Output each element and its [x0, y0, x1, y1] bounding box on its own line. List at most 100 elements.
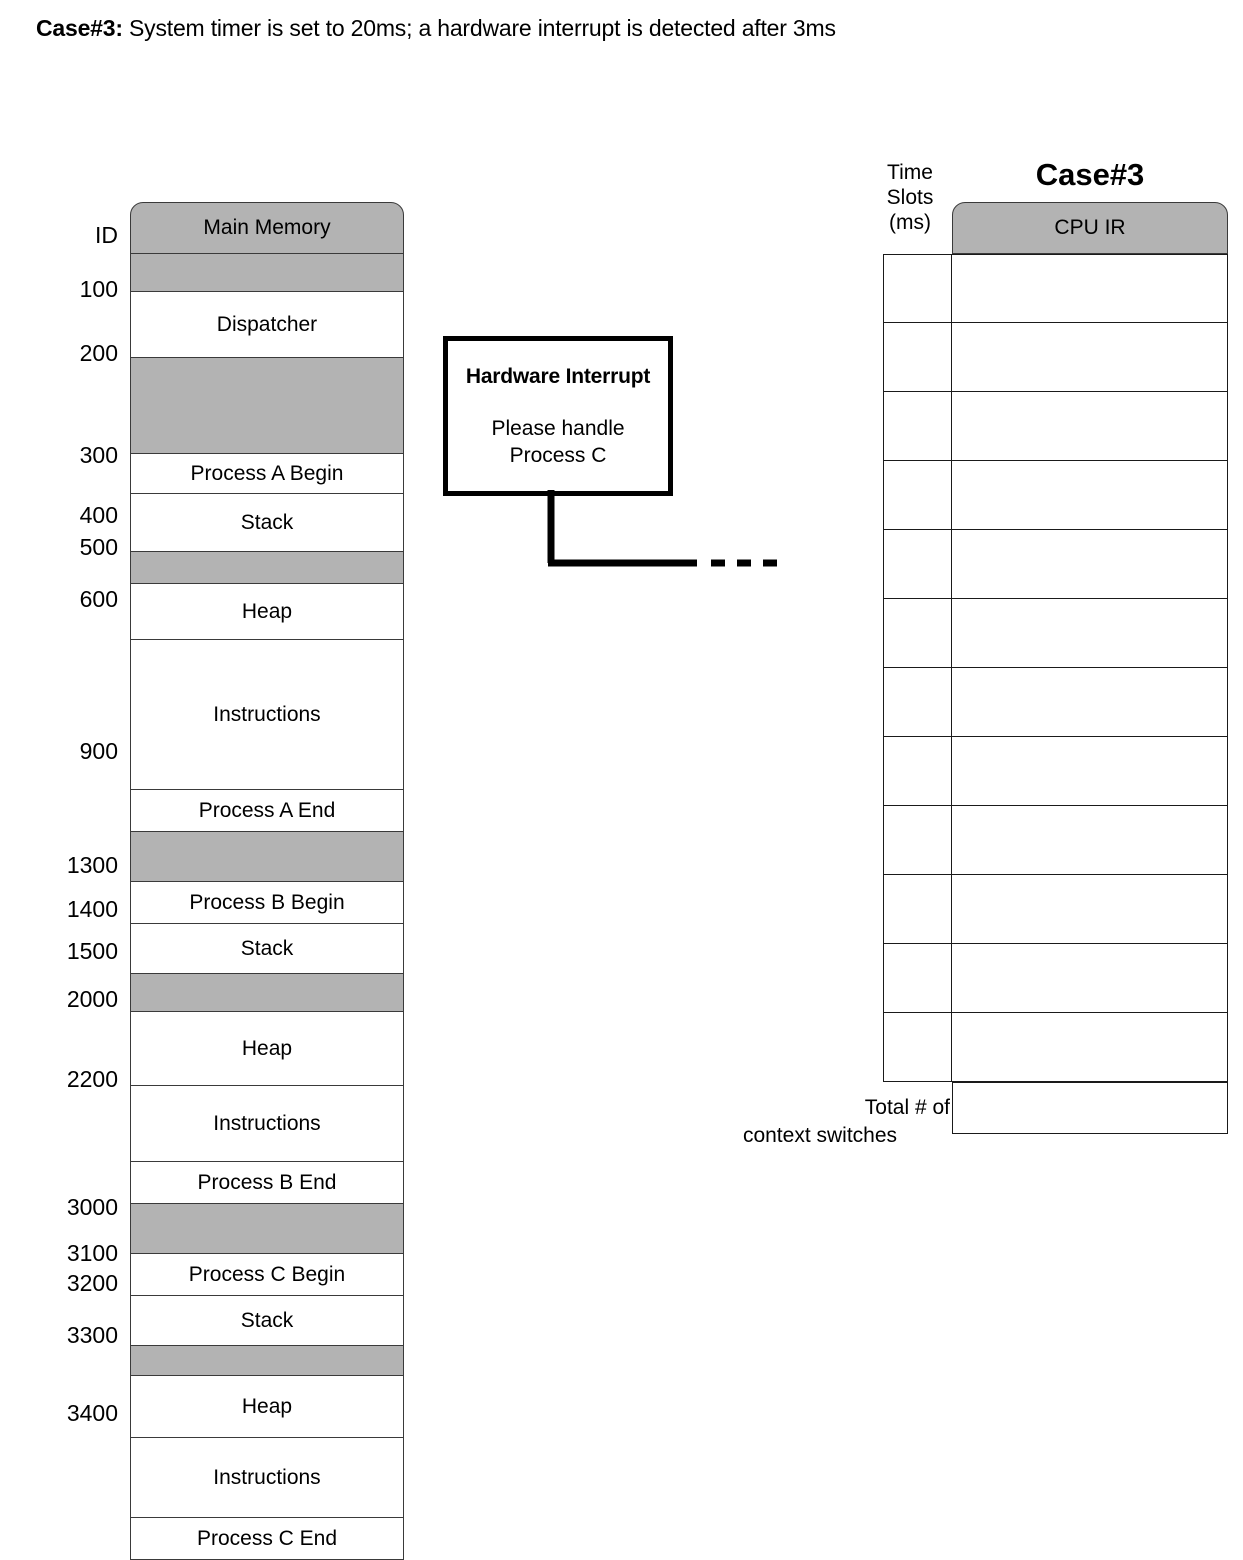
memory-id-label-300: 300 [79, 442, 118, 468]
cpu-ir-cell[interactable] [952, 254, 1228, 323]
time-slot-cell[interactable] [883, 668, 952, 737]
memory-row-gap [130, 1204, 404, 1254]
memory-row-instructions: Instructions [130, 640, 404, 790]
memory-row-heap: Heap [130, 584, 404, 640]
memory-id-label-900: 900 [79, 738, 118, 764]
interrupt-message-line-1: Please handle [491, 417, 625, 440]
time-slot-cell[interactable] [883, 806, 952, 875]
memory-row-process-b-begin: Process B Begin [130, 882, 404, 924]
cpu-ir-cell[interactable] [952, 392, 1228, 461]
memory-row-label: Process A Begin [190, 461, 344, 485]
case-title: Case#3 [1035, 157, 1145, 192]
memory-row-instructions: Instructions [130, 1086, 404, 1162]
memory-row-stack: Stack [130, 924, 404, 974]
cpu-ir-cell[interactable] [952, 944, 1228, 1013]
memory-row-stack: Stack [130, 1296, 404, 1346]
total-context-switches-cell[interactable] [952, 1082, 1228, 1134]
time-slot-cell[interactable] [883, 1013, 952, 1082]
schedule-row [883, 530, 1228, 599]
memory-row-gap [130, 832, 404, 882]
time-slots-caption: Time Slots (ms) [872, 160, 948, 235]
schedule-row [883, 806, 1228, 875]
memory-id-label-1500: 1500 [66, 938, 118, 964]
memory-row-stack: Stack [130, 494, 404, 552]
memory-row-label: Heap [241, 1036, 293, 1060]
memory-id-label-3400: 3400 [66, 1400, 118, 1426]
memory-row-label: Instructions [213, 1465, 321, 1489]
memory-id-label-2200: 2200 [66, 1066, 118, 1092]
hardware-interrupt-message: Please handle Process C [448, 415, 668, 469]
schedule-row [883, 461, 1228, 530]
memory-row-label: Instructions [213, 1111, 321, 1135]
schedule-row [883, 599, 1228, 668]
memory-id-label-3200: 3200 [66, 1270, 118, 1296]
cpu-ir-cell[interactable] [952, 806, 1228, 875]
schedule-grid [883, 254, 1228, 1082]
memory-id-label-500: 500 [79, 534, 118, 560]
time-slot-cell[interactable] [883, 392, 952, 461]
memory-row-process-a-end: Process A End [130, 790, 404, 832]
caption-case-label: Case#3: [36, 15, 123, 41]
caption-text: System timer is set to 20ms; a hardware … [122, 15, 836, 41]
schedule-row [883, 1013, 1228, 1082]
memory-row-label: Stack [240, 1308, 294, 1332]
memory-id-label-200: 200 [79, 340, 118, 366]
cpu-ir-cell[interactable] [952, 875, 1228, 944]
time-slot-cell[interactable] [883, 254, 952, 323]
hardware-interrupt-box: Hardware Interrupt Please handle Process… [443, 336, 673, 496]
time-slot-cell[interactable] [883, 875, 952, 944]
memory-row-label: Stack [240, 936, 294, 960]
memory-id-label-1300: 1300 [66, 852, 118, 878]
memory-row-dispatcher: Dispatcher [130, 292, 404, 358]
cpu-ir-cell[interactable] [952, 323, 1228, 392]
memory-id-label-400: 400 [79, 502, 118, 528]
schedule-row [883, 254, 1228, 323]
time-slots-line-3: (ms) [889, 211, 931, 234]
memory-id-label-1400: 1400 [66, 896, 118, 922]
memory-id-label-id: ID [95, 222, 118, 248]
total-label-line-2: context switches [742, 1124, 898, 1147]
memory-row-label: Stack [240, 510, 294, 534]
memory-id-label-3000: 3000 [66, 1194, 118, 1220]
memory-row-gap [130, 1346, 404, 1376]
memory-row-heap: Heap [130, 1376, 404, 1438]
memory-row-gap [130, 974, 404, 1012]
time-slot-cell[interactable] [883, 323, 952, 392]
schedule-row [883, 737, 1228, 806]
time-slot-cell[interactable] [883, 737, 952, 806]
memory-row-label: Process C End [196, 1526, 338, 1550]
memory-row-label: Process C Begin [188, 1262, 346, 1286]
schedule-row [883, 875, 1228, 944]
total-label-line-1: Total # of [864, 1096, 950, 1119]
cpu-ir-cell[interactable] [952, 1013, 1228, 1082]
memory-row-label: Heap [241, 1394, 293, 1418]
schedule-row [883, 668, 1228, 737]
time-slots-line-2: Slots [886, 186, 934, 209]
memory-row-label: Process B Begin [189, 890, 345, 914]
memory-row-label: Dispatcher [216, 312, 318, 336]
time-slot-cell[interactable] [883, 461, 952, 530]
memory-row-label: Process A End [198, 798, 336, 822]
memory-row-gap [130, 552, 404, 584]
interrupt-message-line-2: Process C [509, 444, 607, 467]
memory-row-gap [130, 254, 404, 292]
interrupt-connector-line [547, 490, 787, 567]
memory-row-process-c-end: Process C End [130, 1518, 404, 1560]
time-slot-cell[interactable] [883, 944, 952, 1013]
cpu-ir-cell[interactable] [952, 599, 1228, 668]
schedule-row [883, 944, 1228, 1013]
time-slot-cell[interactable] [883, 530, 952, 599]
memory-row-instructions: Instructions [130, 1438, 404, 1518]
memory-row-process-c-begin: Process C Begin [130, 1254, 404, 1296]
memory-id-label-3100: 3100 [66, 1240, 118, 1266]
memory-id-label-2000: 2000 [66, 986, 118, 1012]
memory-row-heap: Heap [130, 1012, 404, 1086]
time-slot-cell[interactable] [883, 599, 952, 668]
cpu-ir-cell[interactable] [952, 530, 1228, 599]
cpu-ir-cell[interactable] [952, 737, 1228, 806]
total-context-switches-label: Total # of context switches [740, 1094, 950, 1150]
cpu-ir-cell[interactable] [952, 668, 1228, 737]
memory-row-process-b-end: Process B End [130, 1162, 404, 1204]
cpu-ir-cell[interactable] [952, 461, 1228, 530]
